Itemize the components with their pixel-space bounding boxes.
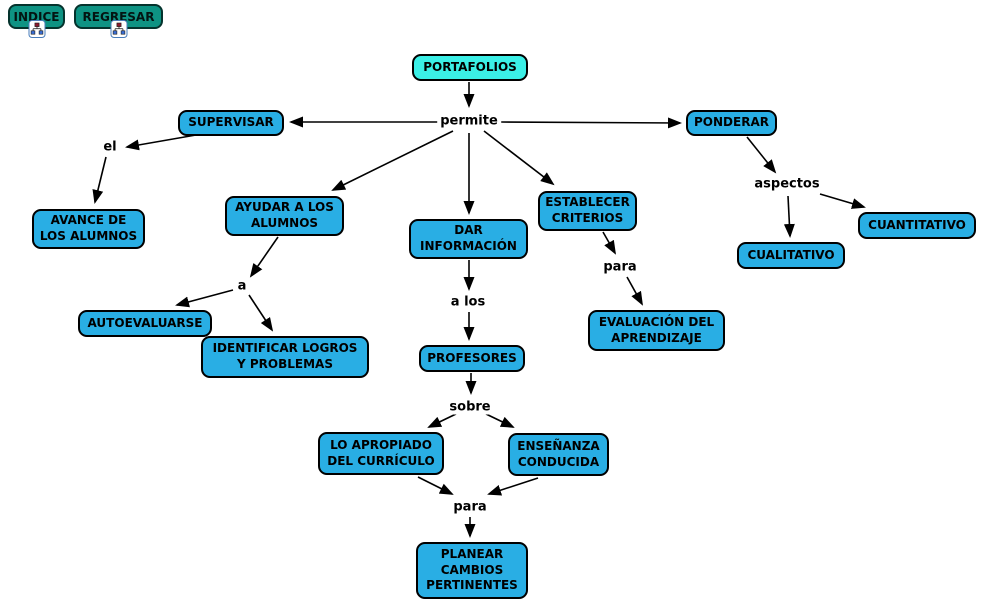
regresar-button-label: REGRESAR — [82, 9, 155, 24]
link-label-para-2: para — [450, 499, 490, 515]
node-ensenanza-conducida: ENSEÑANZA CONDUCIDA — [508, 433, 609, 476]
node-lo-apropiado: LO APROPIADO DEL CURRÍCULO — [318, 432, 444, 475]
node-dar-informacion: DAR INFORMACIÓN — [409, 219, 528, 259]
link-label-sobre: sobre — [446, 399, 494, 415]
indice-button-label: INDICE — [13, 9, 60, 24]
edge-sobre-ensenanza-conducida — [485, 413, 515, 428]
node-cuantitativo: CUANTITATIVO — [858, 212, 976, 239]
edge-sobre-lo-apropiado — [427, 413, 457, 428]
node-planear-cambios: PLANEAR CAMBIOS PERTINENTES — [416, 542, 528, 599]
node-avance-de-los-alumnos: AVANCE DE LOS ALUMNOS — [32, 209, 145, 249]
edge-el-avance-de-los-alumnos — [92, 156, 107, 204]
edge-supervisar-el — [125, 134, 197, 151]
link-label-el: el — [100, 139, 120, 155]
edge-para-1-evaluacion-del-aprendizaje — [626, 276, 643, 306]
link-label-a: a — [234, 278, 250, 294]
regresar-button[interactable]: REGRESAR — [74, 4, 163, 38]
concept-map-icon — [110, 20, 127, 38]
node-autoevaluarse: AUTOEVALUARSE — [78, 310, 212, 337]
node-portafolios: PORTAFOLIOS — [412, 54, 528, 81]
node-ayudar-a-los-alumnos: AYUDAR A LOS ALUMNOS — [225, 196, 344, 236]
edge-permite-ponderar — [500, 117, 682, 129]
edge-establecer-criterios-para-1 — [602, 231, 616, 255]
edge-ayudar-a-los-alumnos-a — [249, 236, 279, 278]
node-identificar-logros: IDENTIFICAR LOGROS Y PROBLEMAS — [201, 336, 369, 378]
edge-ponderar-aspectos — [746, 136, 777, 174]
edge-permite-establecer-criterios — [483, 130, 555, 186]
node-evaluacion-del-aprendizaje: EVALUACIÓN DEL APRENDIZAJE — [588, 310, 725, 351]
edge-ensenanza-conducida-para-2 — [487, 477, 539, 496]
edge-a-identificar-logros — [248, 294, 274, 332]
link-label-a-los: a los — [447, 294, 489, 310]
node-supervisar: SUPERVISAR — [178, 110, 284, 136]
link-label-para-1: para — [600, 259, 640, 275]
edge-aspectos-cualitativo — [783, 195, 795, 238]
edge-a-autoevaluarse — [175, 289, 234, 308]
concept-map-icon — [28, 20, 45, 38]
edge-aspectos-cuantitativo — [819, 193, 866, 209]
node-establecer-criterios: ESTABLECER CRITERIOS — [538, 191, 637, 231]
node-cualitativo: CUALITATIVO — [737, 242, 845, 269]
node-profesores: PROFESORES — [419, 345, 525, 372]
link-label-aspectos: aspectos — [751, 176, 823, 192]
node-ponderar: PONDERAR — [686, 110, 777, 136]
link-label-permite: permite — [437, 113, 501, 129]
edge-lo-apropiado-para-2 — [417, 476, 454, 495]
edge-permite-ayudar-a-los-alumnos — [331, 130, 454, 191]
indice-button[interactable]: INDICE — [8, 4, 65, 38]
